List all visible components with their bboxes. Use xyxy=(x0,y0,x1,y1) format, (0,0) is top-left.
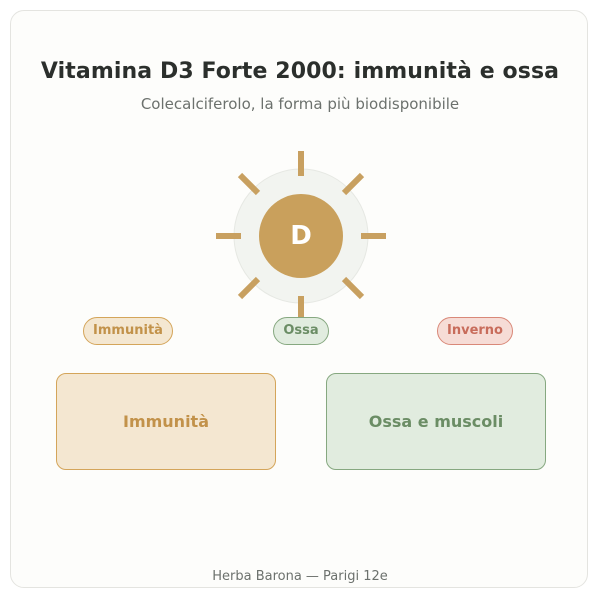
sun-ray-top-right xyxy=(341,172,365,196)
sun-ray-top-left xyxy=(237,172,261,196)
sun-label: D xyxy=(290,221,312,251)
sun-ray-bottom-right xyxy=(341,276,365,300)
benefit-box-bones: Ossa e muscoli xyxy=(326,373,546,470)
footer-text: Herba Barona — Parigi 12e xyxy=(212,569,388,584)
tag-ossa: Ossa xyxy=(273,317,329,345)
sun-core xyxy=(259,194,343,278)
page-title: Vitamina D3 Forte 2000: immunità e ossa xyxy=(40,59,560,84)
tag-inverno: Inverno xyxy=(437,317,513,345)
sun-icon xyxy=(216,151,386,321)
benefit-box-immunity: Immunità xyxy=(56,373,276,470)
tag-immunity: Immunità xyxy=(83,317,173,345)
product-card: Vitamina D3 Forte 2000: immunità e ossa … xyxy=(10,10,588,588)
page-subtitle: Colecalciferolo, la forma più biodisponi… xyxy=(140,95,460,113)
sun-ray-bottom-left xyxy=(237,276,261,300)
